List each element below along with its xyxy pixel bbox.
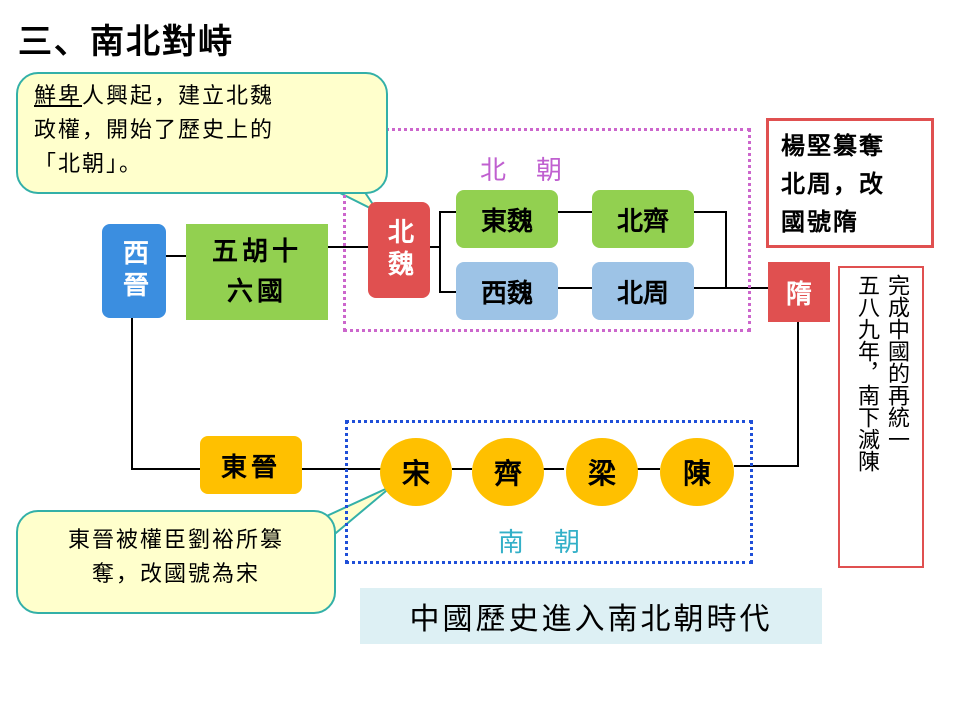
node-wuhu: 五胡十 六國	[186, 224, 328, 320]
callout-south-line2: 奪，改國號為宋	[91, 562, 260, 587]
node-dongjin: 東晉	[200, 436, 302, 494]
node-dongwei: 東魏	[456, 190, 558, 248]
callout-north-line3: 「北朝」。	[34, 152, 144, 177]
node-beizhou: 北周	[592, 262, 694, 320]
summary-banner: 中國歷史進入南北朝時代	[360, 588, 822, 644]
callout-south-line1: 東晉被權臣劉裕所篡	[67, 528, 284, 553]
node-chen: 陳	[660, 438, 734, 506]
node-song: 宋	[380, 438, 452, 506]
north-label: 北朝	[480, 156, 593, 186]
line-beiqi-merge	[694, 211, 727, 288]
north-dynasties-region	[343, 128, 751, 332]
note-unify: 完成中國的再統一 五八九年，南下滅陳	[838, 266, 924, 568]
note-unify-col2: 五八九年，南下滅陳	[854, 274, 879, 472]
node-xijin: 西晉	[102, 224, 166, 318]
node-sui: 隋	[768, 262, 830, 322]
callout-north-line1: 鮮卑人興起，建立北魏	[34, 84, 275, 109]
note-unify-col1: 完成中國的再統一	[884, 274, 909, 450]
line-chen-sui	[734, 322, 799, 467]
south-label: 南朝	[498, 528, 611, 558]
south-dynasties-region	[345, 420, 753, 564]
callout-south: 東晉被權臣劉裕所篡 奪，改國號為宋	[16, 510, 336, 614]
line-beiwei-dongwei	[430, 211, 456, 248]
node-beiqi: 北齊	[592, 190, 694, 248]
callout-north-line2: 政權，開始了歷史上的	[34, 118, 275, 143]
callout-north: 鮮卑人興起，建立北魏 政權，開始了歷史上的 「北朝」。	[16, 72, 388, 194]
line-xijin-dongjin	[131, 318, 200, 470]
note-yangjian: 楊堅篡奪 北周，改 國號隋	[766, 118, 934, 248]
page-title: 三、南北對峙	[18, 22, 234, 62]
node-xiwei: 西魏	[456, 262, 558, 320]
xianbei-underlined: 鮮卑	[34, 84, 83, 109]
node-liang: 梁	[566, 438, 638, 506]
node-qi: 齊	[472, 438, 544, 506]
node-beiwei: 北魏	[368, 202, 430, 298]
line-beiwei-xiwei	[439, 247, 456, 293]
